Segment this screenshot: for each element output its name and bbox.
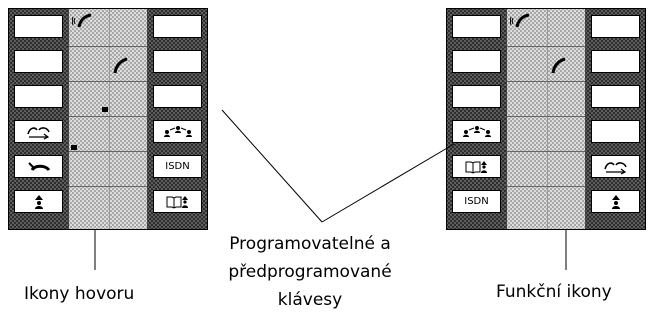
label-call-icons: Ikony hovoru bbox=[24, 284, 135, 304]
key-call-forward[interactable] bbox=[591, 155, 640, 178]
key-blank[interactable] bbox=[452, 50, 501, 73]
cursor-marker bbox=[71, 145, 77, 150]
key-phonebook-user[interactable] bbox=[452, 155, 501, 178]
key-blank[interactable] bbox=[14, 15, 63, 38]
phonebook-user-icon bbox=[465, 160, 487, 174]
cursor-marker bbox=[102, 107, 108, 112]
user-up-icon bbox=[611, 194, 620, 209]
key-blank[interactable] bbox=[452, 15, 501, 38]
left-panel-key-column-right: ISDN bbox=[148, 9, 207, 229]
phonebook-user-icon bbox=[166, 195, 188, 209]
key-blank[interactable] bbox=[591, 15, 640, 38]
key-blank[interactable] bbox=[591, 50, 640, 73]
user-up-icon bbox=[34, 194, 43, 209]
key-conference[interactable] bbox=[153, 120, 202, 143]
key-user-up[interactable] bbox=[591, 190, 640, 213]
key-user-up[interactable] bbox=[14, 190, 63, 213]
key-isdn[interactable]: ISDN bbox=[452, 190, 501, 213]
key-blank[interactable] bbox=[153, 85, 202, 108]
call-transfer-icon bbox=[27, 161, 50, 171]
call-forward-icon bbox=[26, 126, 50, 140]
key-call-forward[interactable] bbox=[14, 120, 63, 143]
key-call-transfer[interactable] bbox=[14, 155, 63, 178]
key-blank[interactable] bbox=[591, 85, 640, 108]
key-blank[interactable] bbox=[153, 50, 202, 73]
label-programmable-keys: Programovatelné a předprogramované kláve… bbox=[228, 234, 392, 310]
ringing-phone-icon bbox=[72, 13, 92, 28]
key-isdn[interactable]: ISDN bbox=[153, 155, 202, 178]
handset-icon bbox=[113, 57, 128, 74]
conference-icon bbox=[462, 125, 491, 137]
key-blank[interactable] bbox=[14, 85, 63, 108]
key-blank[interactable] bbox=[452, 85, 501, 108]
left-panel-display bbox=[68, 9, 148, 229]
right-panel-key-column-left: ISDN bbox=[447, 9, 506, 229]
label-function-icons: Funkční ikony bbox=[496, 282, 612, 302]
right-panel-key-column-right bbox=[586, 9, 645, 229]
key-phonebook-user[interactable] bbox=[153, 190, 202, 213]
left-panel-key-column-left bbox=[9, 9, 68, 229]
ringing-phone-icon bbox=[510, 13, 530, 28]
key-blank[interactable] bbox=[591, 120, 640, 143]
callout-line-center-right bbox=[321, 143, 455, 223]
handset-icon bbox=[551, 57, 566, 74]
right-panel-display bbox=[506, 9, 586, 229]
conference-icon bbox=[163, 125, 192, 137]
left-device-panel: ISDN bbox=[8, 8, 208, 230]
key-blank[interactable] bbox=[153, 15, 202, 38]
callout-line-center-left bbox=[221, 109, 323, 223]
right-device-panel: ISDN bbox=[446, 8, 646, 230]
key-conference[interactable] bbox=[452, 120, 501, 143]
call-forward-icon bbox=[603, 161, 627, 175]
key-blank[interactable] bbox=[14, 50, 63, 73]
